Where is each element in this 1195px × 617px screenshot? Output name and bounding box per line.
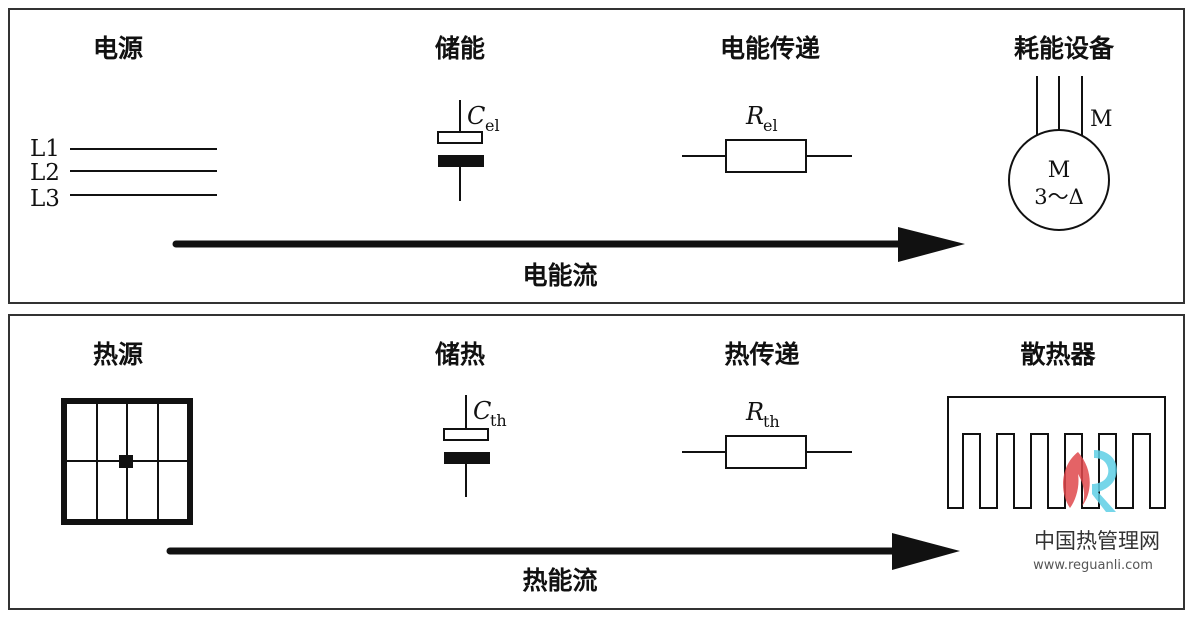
thermal-resistor-subscript: th [763,412,780,431]
three-phase-source: L1 L2 L3 [30,136,217,212]
motor-symbol: M M 3～Δ [1008,76,1113,231]
resistor-subscript: el [763,116,778,135]
thermal-capacitor-symbol: C th [443,395,507,497]
electric-resistor-symbol: R el [682,102,852,173]
electric-flow-arrow [172,227,965,262]
phase-label-l2: L2 [30,160,60,186]
watermark-site-url: www.reguanli.com [1033,558,1153,573]
label-heat-sink: 散热器 [1020,340,1096,369]
label-heat-source: 热源 [93,340,143,369]
label-electric-flow: 电能流 [522,261,597,290]
phase-label-l3: L3 [30,186,60,212]
resistor-symbol: R [745,102,764,130]
motor-phase-label: 3～Δ [1034,185,1084,209]
label-energy-storage: 储能 [435,34,485,63]
heat-source-grid [61,398,193,525]
capacitor-symbol: C [467,102,485,130]
thermal-capacitor-symbol-label: C [473,397,491,425]
label-thermal-flow: 热能流 [522,566,597,595]
label-heat-storage: 储热 [435,340,485,369]
thermal-flow-arrow [166,533,960,570]
thermal-resistor-symbol-label: R [745,398,764,426]
motor-outer-label: M [1090,107,1113,132]
phase-label-l1: L1 [30,136,60,162]
label-consumer-device: 耗能设备 [1014,34,1115,63]
electric-capacitor-symbol: C el [437,100,500,201]
label-electric-transfer: 电能传递 [720,34,820,63]
watermark-logo-icon [1063,450,1117,512]
motor-inner-label: M [1048,158,1071,183]
electric-energy-panel [8,8,1185,304]
capacitor-subscript: el [485,116,500,135]
label-power-source: 电源 [93,34,143,63]
thermal-capacitor-subscript: th [490,411,507,430]
thermal-resistor-symbol: R th [682,398,852,469]
watermark-site-name: 中国热管理网 [1034,529,1160,553]
heat-sink-symbol [947,396,1166,509]
label-heat-transfer: 热传递 [724,340,799,369]
